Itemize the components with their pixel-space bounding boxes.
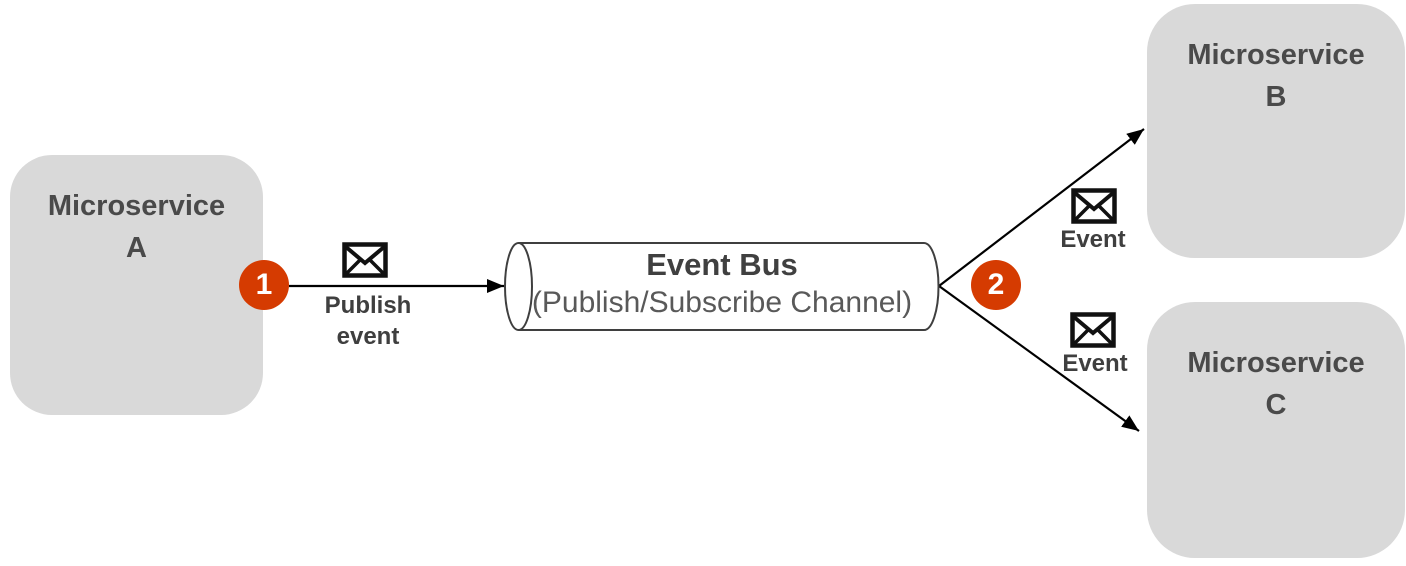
- publish-event-label: Publish event: [324, 292, 412, 350]
- node-microservice-a: Microservice A: [10, 155, 263, 415]
- badge-step-1-number: 1: [255, 268, 273, 301]
- arrow-bus-to-microservice-b: [938, 128, 1145, 287]
- node-microservice-c-label: Microservice C: [1187, 347, 1365, 421]
- publish-envelope-icon: [342, 242, 388, 278]
- event-bus-title: Event Bus: [646, 247, 798, 282]
- arrow-bus-to-microservice-c: [938, 285, 1140, 432]
- node-microservice-b: Microservice B: [1147, 4, 1405, 258]
- event-bus-cylinder: [504, 242, 940, 331]
- event-bus-subtitle: (Publish/Subscribe Channel): [531, 286, 913, 319]
- badge-step-2: 2: [971, 260, 1021, 310]
- event-c-envelope-icon: [1070, 312, 1116, 348]
- badge-step-2-number: 2: [987, 268, 1005, 301]
- event-label-to-c: Event: [1062, 350, 1128, 377]
- node-microservice-a-label: Microservice A: [47, 190, 226, 264]
- node-microservice-c: Microservice C: [1147, 302, 1405, 558]
- badge-step-1: 1: [239, 260, 289, 310]
- event-label-to-b: Event: [1060, 226, 1126, 253]
- event-b-envelope-icon: [1071, 188, 1117, 224]
- node-microservice-b-label: Microservice B: [1187, 39, 1365, 113]
- event-bus-text: Event Bus (Publish/Subscribe Channel): [510, 246, 934, 322]
